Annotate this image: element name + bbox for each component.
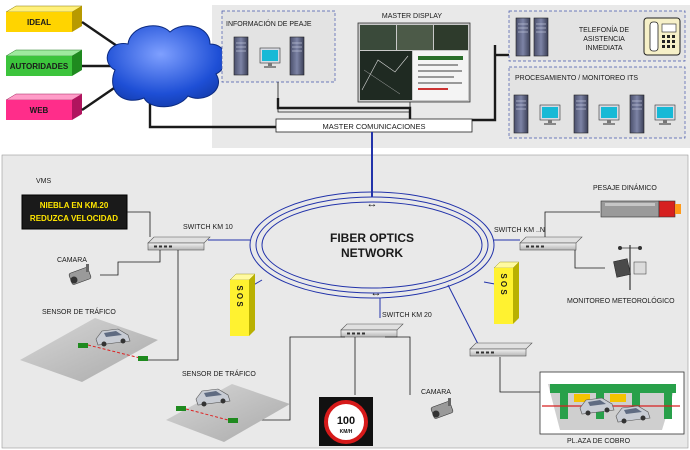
server-icon <box>289 36 305 76</box>
fiber-ring <box>249 191 495 299</box>
pesaje-label: PESAJE DINÁMICO <box>593 183 657 192</box>
right-links <box>499 211 605 393</box>
toll-plaza-icon <box>539 371 685 435</box>
switch-kmn-label: SWITCH KM ..N <box>494 227 545 234</box>
vms-line2: REDUZCA VELOCIDAD <box>30 214 118 223</box>
road-segment <box>166 384 290 442</box>
procesamiento-panel <box>508 66 686 139</box>
sensor2-label: SENSOR DE TRÁFICO <box>182 369 256 378</box>
speed-value: 100 <box>337 415 355 427</box>
ideal-label: IDEAL <box>27 18 51 27</box>
master-display-label: MASTER DISPLAY <box>382 13 442 20</box>
weigh-sensor-icon <box>600 200 681 218</box>
switch-plaza-icon <box>469 342 533 357</box>
ideal-box: IDEAL <box>5 5 83 32</box>
server-icon <box>573 94 589 134</box>
master-comunicaciones-bar <box>275 118 473 133</box>
server-icon <box>515 17 531 57</box>
vms-sign: NIEBLA EN KM.20 REDUZCA VELOCIDAD <box>21 194 128 230</box>
switch-km20-icon <box>340 323 404 338</box>
switch-km10-icon <box>147 236 211 251</box>
telefonia-line3: INMEDIATA <box>585 45 622 52</box>
sensor-icon <box>176 406 186 411</box>
telefonia-line1: TELEFONÍA DE <box>579 25 630 34</box>
autoridades-label: AUTORIDADES <box>10 62 69 71</box>
web-label: WEB <box>30 106 49 115</box>
internet-cloud-icon <box>106 25 227 108</box>
procesamiento-label: PROCESAMIENTO / MONITOREO ITS <box>515 75 638 82</box>
master-comunicaciones-label: MASTER COMUNICACIONES <box>323 122 426 131</box>
peaje-label: INFORMACIÓN DE PEAJE <box>226 19 312 28</box>
switch-km20-label: SWITCH KM 20 <box>382 312 432 319</box>
speed-limit-sign: 100 KM/H <box>319 397 373 446</box>
sensor1-label: SENSOR DE TRÁFICO <box>42 307 116 316</box>
control-links <box>277 82 411 120</box>
ring-arrow-top: ↔ <box>367 198 378 210</box>
vms-line1: NIEBLA EN KM.20 <box>40 201 109 210</box>
camara-left-label: CAMARA <box>57 257 87 264</box>
sos-right-label: S O S <box>499 273 508 295</box>
camara-bottom-label: CAMARA <box>421 389 451 396</box>
server-icon <box>629 94 645 134</box>
fiber-line1: FIBER OPTICS <box>330 231 414 245</box>
switch-km10-label: SWITCH KM 10 <box>183 224 233 231</box>
speed-unit: KM/H <box>340 429 353 435</box>
vms-label: VMS <box>36 178 52 185</box>
sensor-icon <box>78 343 88 348</box>
telefonia-line2: ASISTENCIA <box>583 36 625 43</box>
sos-right-box: S O S <box>493 261 520 324</box>
phone-icon <box>643 17 681 56</box>
sos-left-label: S O S <box>235 285 244 307</box>
bottom-links <box>235 336 411 421</box>
ring-arrow-bottom: ↔ <box>371 287 382 299</box>
plaza-label: PL.AZA DE COBRO <box>567 438 631 445</box>
sos-left-box: S O S <box>229 273 256 336</box>
left-links <box>100 211 179 361</box>
sensor-icon <box>138 356 148 361</box>
server-icon <box>533 17 549 57</box>
server-icon <box>513 94 529 134</box>
fiber-line2: NETWORK <box>341 246 403 260</box>
weather-station-icon <box>613 245 647 290</box>
meteo-label: MONITOREO METEOROLÓGICO <box>567 296 675 305</box>
sensor-icon <box>228 418 238 423</box>
server-icon <box>233 36 249 76</box>
switch-kmn-icon <box>519 236 583 251</box>
master-display-screen <box>357 22 471 103</box>
autoridades-box: AUTORIDADES <box>5 49 83 76</box>
web-box: WEB <box>5 93 83 120</box>
